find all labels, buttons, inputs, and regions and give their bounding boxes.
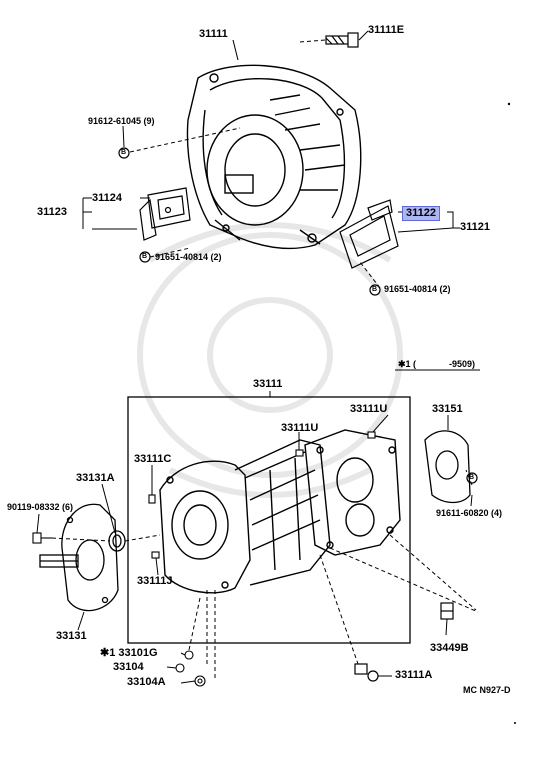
dashed-leaders-top — [129, 39, 381, 289]
part-label-31122-highlighted[interactable]: 31122 — [402, 206, 440, 221]
clutch-housing-drawing — [186, 64, 362, 250]
catalog-code: MC N927-D — [463, 685, 511, 695]
part-label-33111J: 33111J — [137, 575, 173, 587]
part-label-31124: 31124 — [92, 192, 122, 204]
bolt-marker-icon: B — [142, 253, 148, 260]
bolt-33111A — [354, 663, 379, 682]
production-note-right: -9509) — [449, 359, 476, 369]
part-label-33131A: 33131A — [76, 472, 115, 484]
part-label-31111E: 31111E — [368, 24, 405, 36]
corner-dot — [507, 102, 511, 106]
corner-dot — [514, 722, 516, 724]
seal-33131A — [108, 530, 126, 552]
part-label-33449B: 33449B — [430, 642, 469, 654]
part-label-91611: 91611-60820 (4) — [436, 508, 503, 518]
bolt-marker-icon: B — [121, 149, 127, 156]
transmission-case-drawing — [159, 429, 401, 594]
small-parts — [175, 650, 206, 687]
part-label-91612: 91612-61045 (9) — [88, 116, 155, 126]
rear-cover-33151-drawing — [424, 430, 471, 504]
part-label-90119: 90119-08332 (6) — [7, 502, 74, 512]
bolt-marker-icon: B — [469, 474, 475, 481]
part-label-33104A: 33104A — [127, 676, 166, 688]
bracket-33449B — [440, 602, 454, 620]
part-label-31121: 31121 — [460, 221, 490, 233]
part-label-91651-left: 91651-40814 (2) — [155, 252, 222, 262]
part-label-33101G: ✱1 33101G — [100, 647, 158, 659]
cover-31121-drawing — [339, 199, 399, 269]
front-cover-33131-drawing — [39, 503, 119, 612]
production-note-left: ✱1 ( — [398, 359, 417, 369]
part-label-31123: 31123 — [37, 206, 67, 218]
part-label-33151: 33151 — [432, 403, 463, 415]
bolt-90119 — [32, 532, 52, 544]
part-label-33111U-right: 33111U — [350, 403, 388, 415]
part-label-33111: 33111 — [253, 378, 283, 390]
part-label-33111U-mid: 33111U — [281, 422, 319, 434]
leader-lines-bottom — [36, 369, 480, 684]
part-label-31111: 31111 — [199, 28, 228, 40]
dashed-leaders-bottom — [51, 469, 479, 680]
part-label-33131: 33131 — [56, 630, 87, 642]
part-label-33111C: 33111C — [134, 453, 172, 465]
assembly-frame — [127, 396, 411, 644]
part-label-91651-right: 91651-40814 (2) — [384, 284, 451, 294]
part-label-33111A: 33111A — [395, 669, 433, 681]
bolt-marker-icon: B — [372, 286, 378, 293]
cover-31124-drawing — [139, 187, 191, 241]
part-label-33104: 33104 — [113, 661, 144, 673]
leader-lines-top — [82, 39, 460, 233]
bolt-31111E — [325, 32, 359, 48]
